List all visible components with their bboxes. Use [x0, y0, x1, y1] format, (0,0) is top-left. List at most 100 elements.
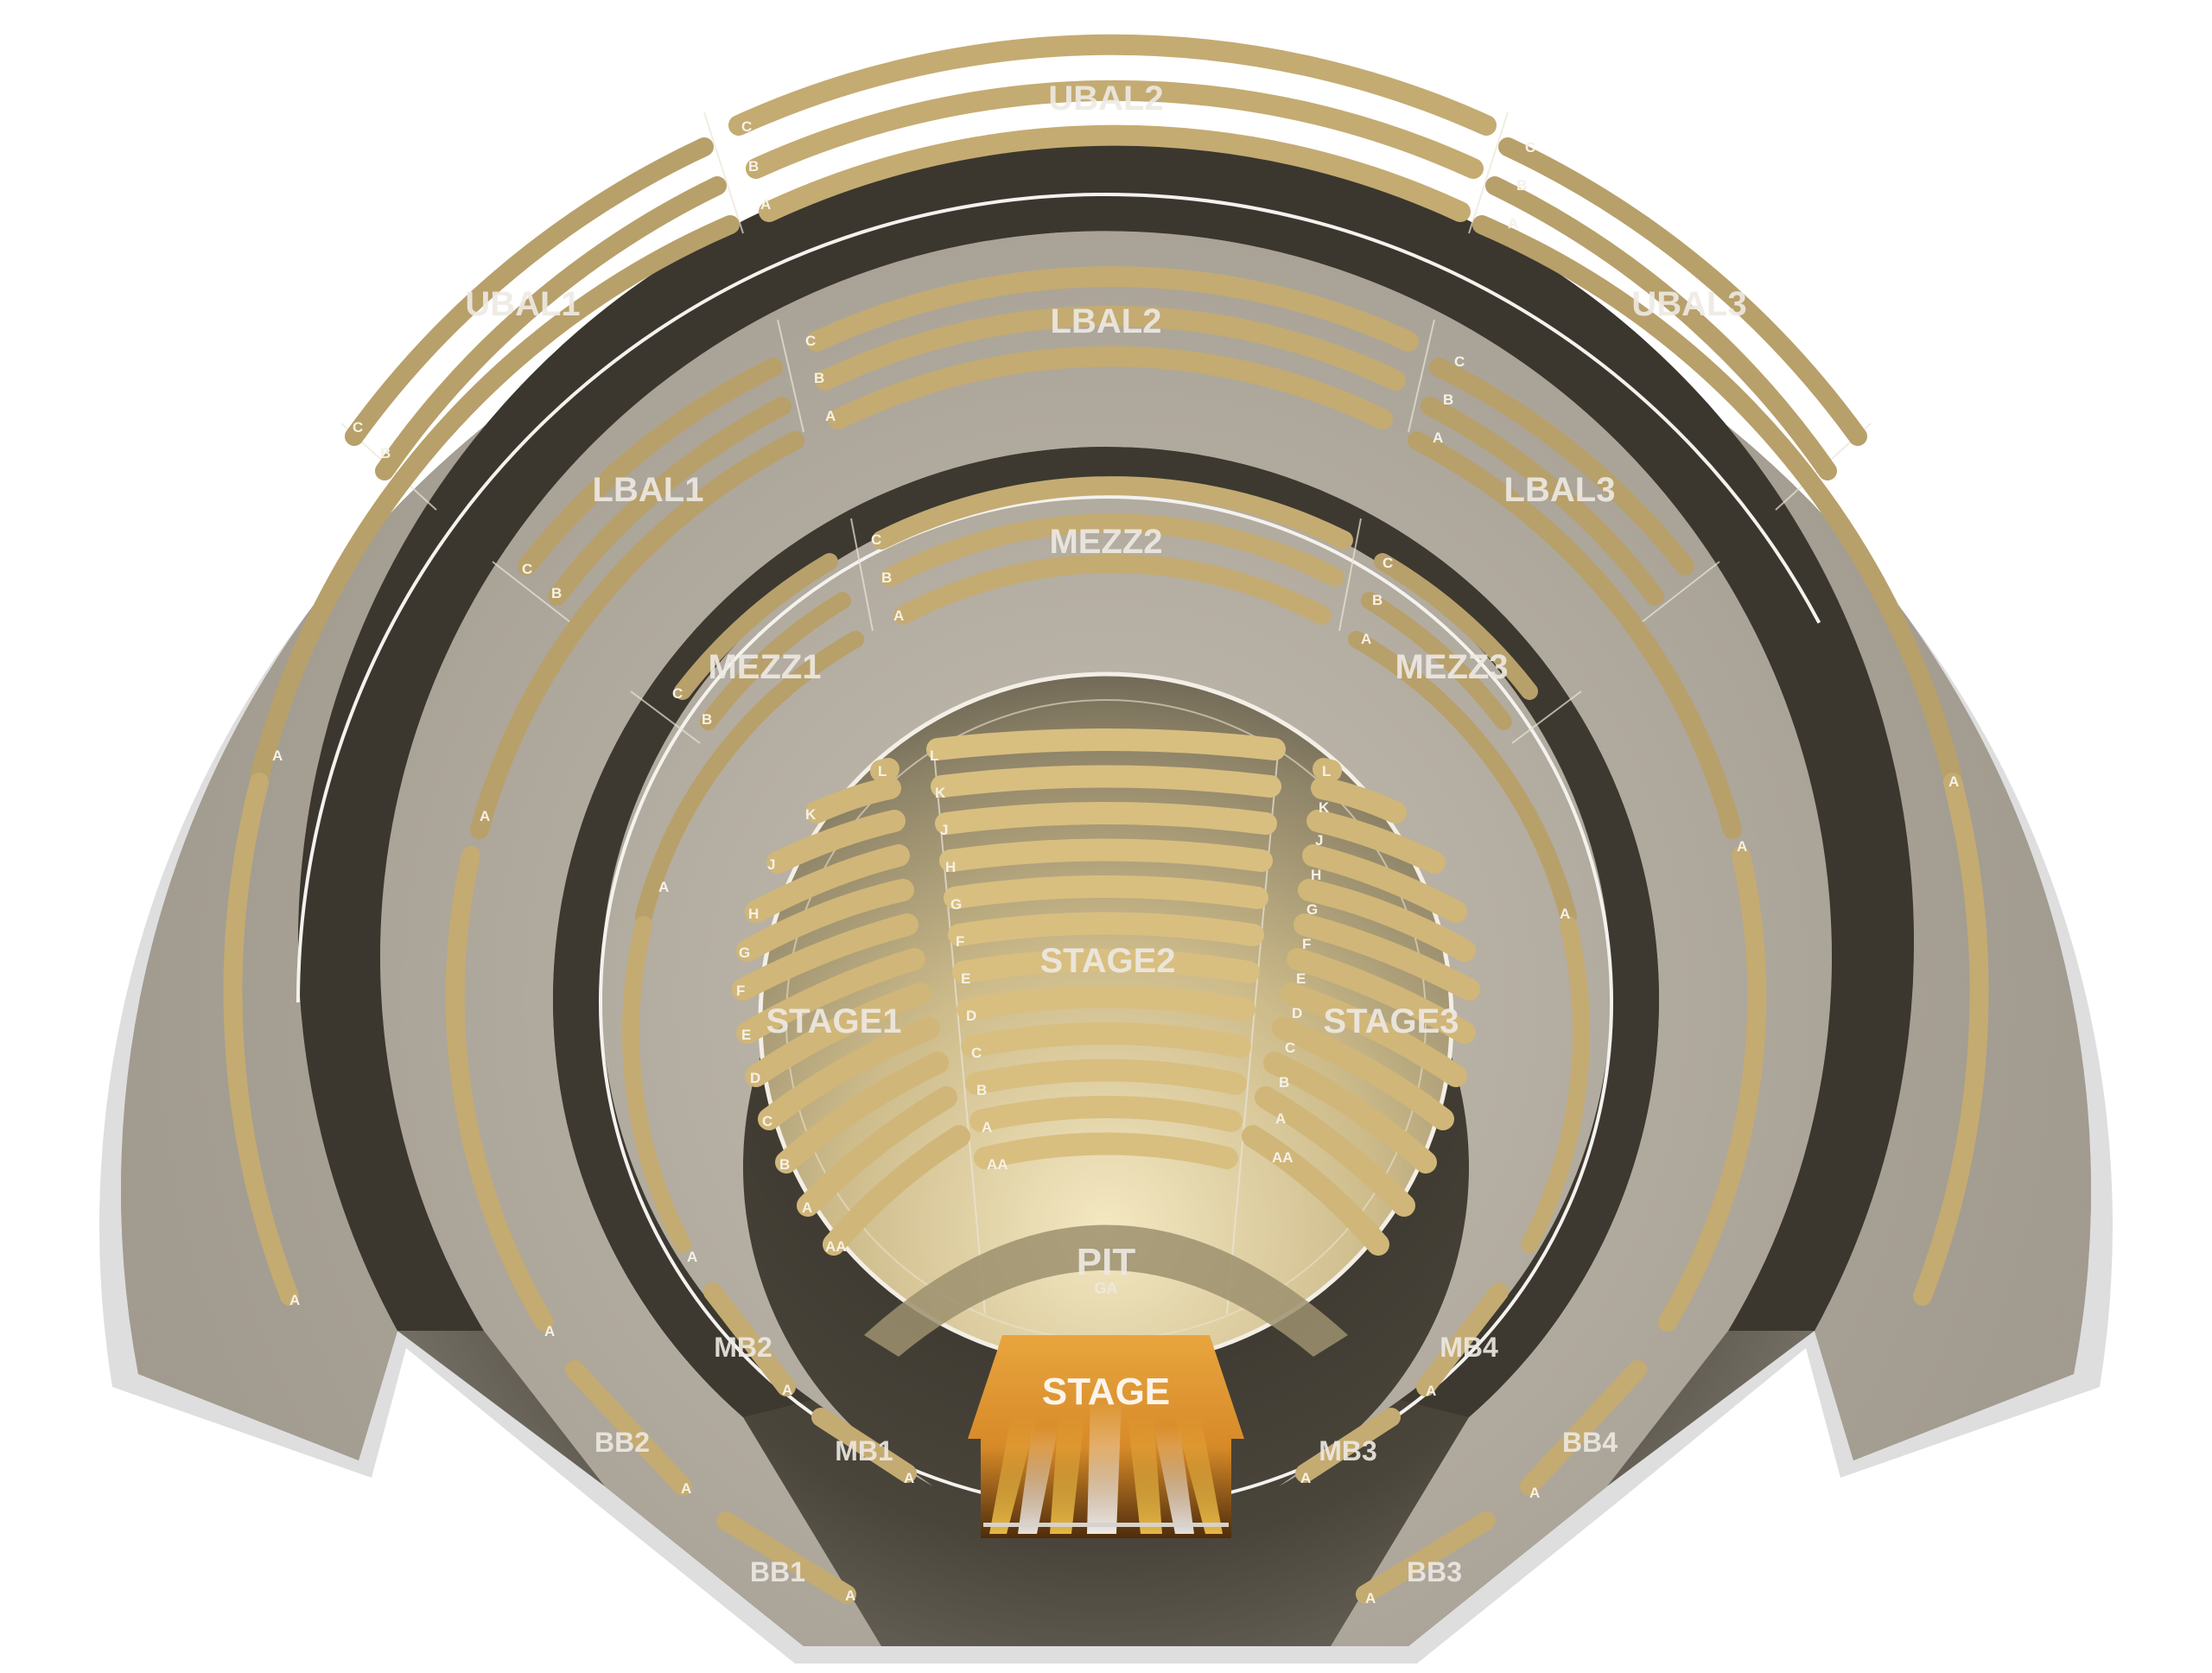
row-label: J [940, 822, 948, 838]
row-label: C [871, 531, 881, 548]
row-label: K [805, 806, 817, 823]
section-MEZZ3[interactable] [1348, 553, 1577, 925]
section-MEZZ1[interactable] [635, 553, 864, 925]
label-MEZZ1: MEZZ1 [708, 648, 821, 686]
row-label: F [956, 933, 964, 950]
row-label: D [750, 1070, 760, 1086]
row-label: B [814, 370, 824, 386]
stage-edge [983, 1523, 1229, 1527]
label-BB1: BB1 [750, 1556, 805, 1587]
row-label: D [966, 1008, 976, 1024]
section-STAGE1[interactable] [732, 758, 970, 1256]
row-label: A [544, 1323, 555, 1339]
row-label: F [1302, 936, 1311, 952]
stage-label: STAGE [1042, 1371, 1170, 1413]
row-label: B [1516, 177, 1527, 194]
row-MB3 [1295, 1408, 1401, 1483]
row-MB2 [703, 1282, 796, 1396]
row-label: C [522, 561, 532, 577]
stage-spotlights [989, 1400, 1223, 1534]
row-label: AA [987, 1156, 1008, 1173]
row-label: A [845, 1587, 855, 1604]
row-label: C [805, 333, 816, 349]
label-PIT-GA: GA [1095, 1280, 1118, 1297]
pit-area[interactable] [864, 1225, 1348, 1358]
row-BB3 [1356, 1511, 1496, 1604]
row-label: J [1315, 832, 1323, 849]
label-PIT: PIT [1077, 1241, 1136, 1283]
row-label: A [658, 879, 669, 895]
row-label: A [289, 1292, 300, 1308]
floor-area [760, 674, 1452, 1365]
row-label: B [1279, 1074, 1289, 1091]
section-MEZZ2[interactable] [872, 476, 1353, 625]
row-BB1 [716, 1511, 856, 1604]
row-label: F [736, 983, 745, 999]
row-label: G [1306, 901, 1318, 918]
row-label: E [1296, 970, 1306, 987]
row-label: A [1433, 429, 1443, 446]
row-label: AA [825, 1238, 847, 1255]
box-seats[interactable] [565, 1282, 1647, 1604]
section-LBAL2[interactable] [806, 266, 1419, 429]
row-label: A [825, 408, 836, 424]
row-label: B [702, 711, 712, 728]
row-label: A [1948, 773, 1959, 790]
row-label: K [935, 785, 946, 801]
ring-edge [296, 193, 1916, 1673]
label-BB4: BB4 [1562, 1427, 1618, 1458]
row-label: H [748, 906, 759, 922]
row-label: C [741, 118, 752, 135]
row-MB1 [811, 1408, 917, 1483]
row-label: A [1361, 631, 1371, 647]
row-label: H [1311, 867, 1321, 883]
row-label: A [272, 747, 283, 764]
section-STAGE3[interactable] [1242, 758, 1480, 1256]
lbal-wings[interactable] [445, 846, 1767, 1332]
section-labels: UBAL2 UBAL1 UBAL3 LBAL2 LBAL1 LBAL3 MEZZ… [465, 80, 1746, 1587]
row-label: C [672, 685, 683, 702]
row-label: H [945, 859, 956, 875]
row-label: A [681, 1480, 691, 1497]
section-LBAL3[interactable] [1408, 358, 1742, 839]
label-STAGE2: STAGE2 [1039, 942, 1175, 980]
section-dividers [340, 111, 1872, 1314]
row-MB4 [1416, 1282, 1509, 1396]
row-label: A [1560, 906, 1570, 922]
row-label: A [982, 1119, 992, 1135]
row-label: A [760, 196, 771, 213]
row-BB4 [1520, 1360, 1647, 1496]
mezz-wings[interactable] [622, 916, 1590, 1253]
tier-upper-balcony [121, 134, 2092, 1460]
ubal-wings[interactable] [223, 773, 1989, 1306]
section-UBAL3[interactable] [1472, 137, 1962, 787]
row-label: A [1529, 1485, 1540, 1501]
row-label: A [904, 1470, 914, 1486]
concourse-lower [553, 447, 1660, 1417]
row-label: B [1443, 391, 1453, 408]
row-label: L [930, 747, 938, 764]
row-label: B [551, 585, 562, 601]
row-label: A [1365, 1590, 1376, 1606]
stage: STAGE [968, 1335, 1244, 1538]
row-label: K [1319, 799, 1330, 816]
label-BB3: BB3 [1407, 1556, 1462, 1587]
row-label: B [1372, 592, 1382, 608]
tier-mezzanine [601, 482, 1611, 1486]
row-label: A [1737, 838, 1747, 855]
section-LBAL1[interactable] [470, 358, 804, 839]
row-label: B [779, 1156, 790, 1173]
label-MB1: MB1 [835, 1435, 893, 1466]
row-label: B [380, 445, 391, 461]
label-BB2: BB2 [594, 1427, 650, 1458]
row-label: A [480, 808, 490, 824]
row-label: A [687, 1249, 697, 1265]
label-MB4: MB4 [1440, 1332, 1498, 1363]
section-UBAL1[interactable] [250, 137, 740, 787]
section-UBAL2[interactable] [728, 34, 1497, 222]
label-STAGE1: STAGE1 [766, 1002, 901, 1040]
row-label: A [1300, 1470, 1311, 1486]
row-label: C [1525, 139, 1535, 156]
section-STAGE2[interactable] [926, 728, 1286, 1169]
